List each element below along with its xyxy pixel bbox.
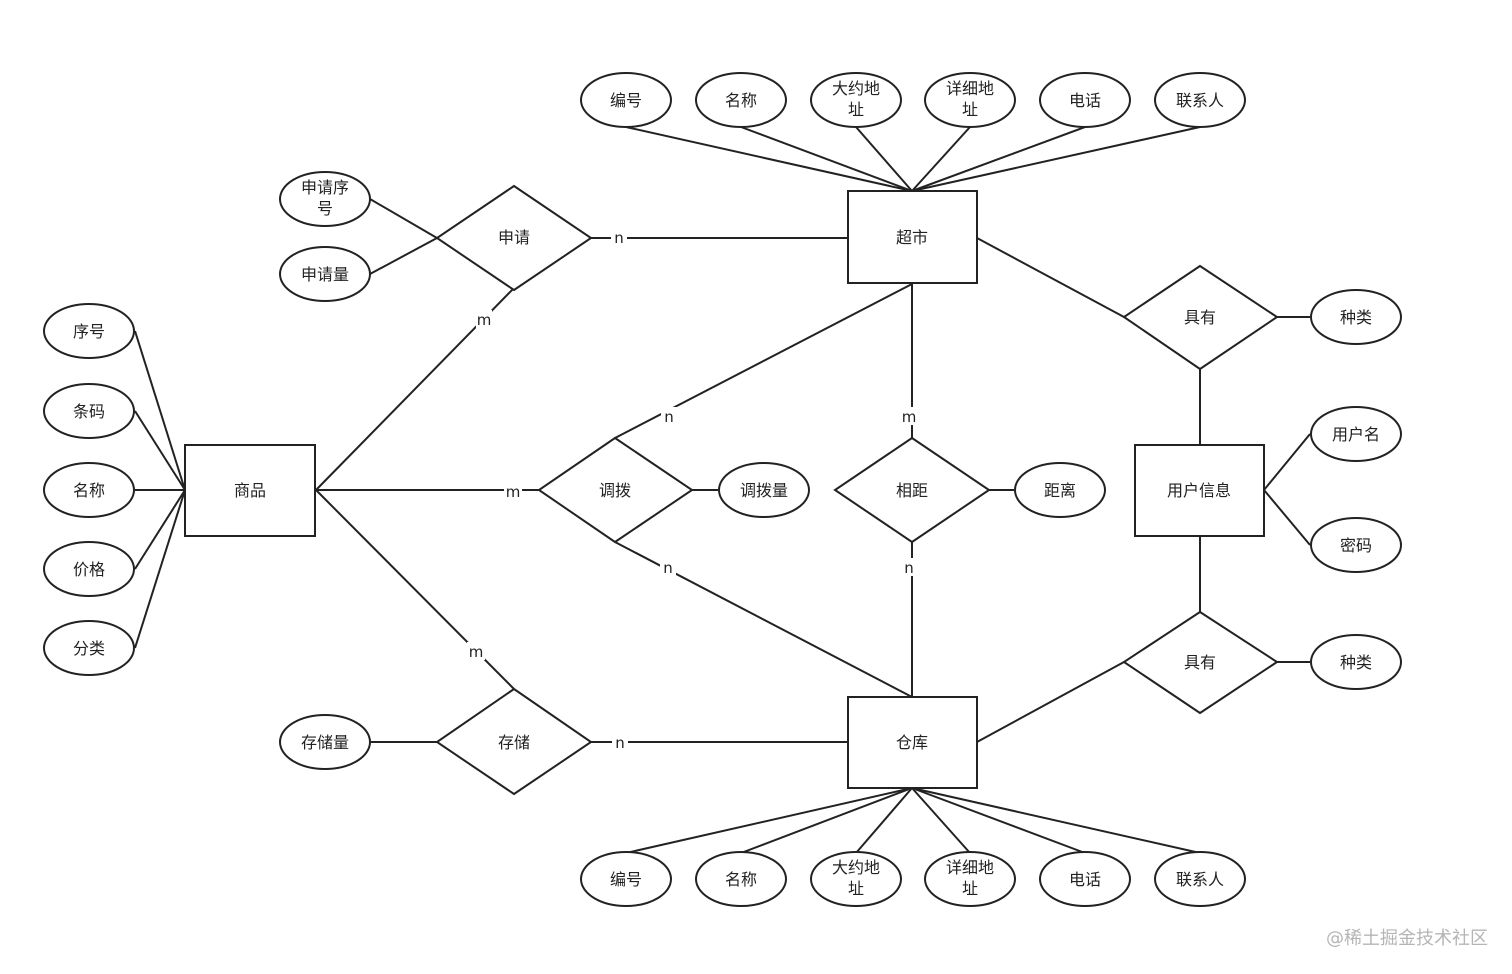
attributes: 序号 条码 名称 价格 分类 申请序 号 申请量 bbox=[43, 72, 1402, 907]
attr-wh-address[interactable]: 大约地 址 bbox=[810, 851, 902, 907]
attr-wh-address-label-line1: 大约地 bbox=[832, 858, 880, 877]
cardinality-labels: n m m n n m n m n bbox=[467, 228, 918, 752]
attr-has-top-type-label: 种类 bbox=[1340, 308, 1372, 327]
relation-has-bottom[interactable]: 具有 bbox=[1122, 610, 1279, 715]
entity-warehouse[interactable]: 仓库 bbox=[847, 696, 978, 789]
attr-username[interactable]: 用户名 bbox=[1310, 406, 1402, 462]
attr-wh-name[interactable]: 名称 bbox=[695, 851, 787, 907]
attr-wh-id-label: 编号 bbox=[610, 870, 642, 889]
attr-allocate-qty-label: 调拨量 bbox=[740, 481, 788, 500]
attr-storage-qty[interactable]: 存储量 bbox=[279, 714, 371, 770]
attr-apply-seq-label-line2: 号 bbox=[317, 199, 333, 218]
relation-has-top-label: 具有 bbox=[1184, 308, 1216, 327]
attr-wh-phone-label: 电话 bbox=[1069, 870, 1101, 889]
attr-wh-address-label-line2: 址 bbox=[848, 879, 864, 898]
attr-goods-barcode-label: 条码 bbox=[73, 402, 105, 421]
entities: 商品 超市 仓库 用户信息 bbox=[184, 190, 1265, 789]
relationships: 申请 调拨 相距 存储 具有 具有 bbox=[435, 184, 1279, 796]
attr-sm-name-label: 名称 bbox=[725, 91, 757, 110]
attr-wh-contact-label: 联系人 bbox=[1176, 870, 1224, 889]
attr-username-label: 用户名 bbox=[1332, 425, 1380, 444]
attr-sm-name[interactable]: 名称 bbox=[695, 72, 787, 128]
relation-has-bottom-label: 具有 bbox=[1184, 653, 1216, 672]
attr-wh-contact[interactable]: 联系人 bbox=[1154, 851, 1246, 907]
entity-goods-label: 商品 bbox=[234, 481, 266, 500]
relation-distance-label: 相距 bbox=[896, 481, 928, 500]
attr-sm-detail-label-line2: 址 bbox=[962, 100, 978, 119]
relation-apply-label: 申请 bbox=[498, 228, 530, 247]
cardinality-allocate-goods: m bbox=[506, 483, 521, 501]
relation-allocate[interactable]: 调拨 bbox=[537, 436, 694, 544]
relation-distance[interactable]: 相距 bbox=[833, 436, 991, 544]
attr-goods-seq-label: 序号 bbox=[73, 322, 105, 341]
cardinality-store-warehouse: n bbox=[615, 734, 625, 752]
attr-allocate-qty[interactable]: 调拨量 bbox=[718, 462, 810, 518]
attr-has-bottom-type[interactable]: 种类 bbox=[1310, 634, 1402, 690]
entity-warehouse-label: 仓库 bbox=[896, 733, 928, 752]
attr-password[interactable]: 密码 bbox=[1310, 517, 1402, 573]
attr-sm-id-label: 编号 bbox=[610, 91, 642, 110]
attr-has-top-type[interactable]: 种类 bbox=[1310, 289, 1402, 345]
relation-store-label: 存储 bbox=[498, 733, 530, 752]
attr-password-label: 密码 bbox=[1340, 536, 1372, 555]
entity-user-info[interactable]: 用户信息 bbox=[1134, 444, 1265, 537]
attr-goods-price[interactable]: 价格 bbox=[43, 541, 135, 597]
attr-apply-seq[interactable]: 申请序 号 bbox=[279, 171, 371, 227]
attr-has-bottom-type-label: 种类 bbox=[1340, 653, 1372, 672]
entity-goods[interactable]: 商品 bbox=[184, 444, 316, 537]
cardinality-allocate-warehouse: n bbox=[663, 559, 673, 577]
attr-sm-address-label-line2: 址 bbox=[848, 100, 864, 119]
attr-apply-qty[interactable]: 申请量 bbox=[279, 246, 371, 302]
attr-wh-id[interactable]: 编号 bbox=[580, 851, 672, 907]
attr-goods-name[interactable]: 名称 bbox=[43, 462, 135, 518]
attr-sm-address[interactable]: 大约地 址 bbox=[810, 72, 902, 128]
attr-sm-phone-label: 电话 bbox=[1069, 91, 1101, 110]
relation-apply[interactable]: 申请 bbox=[435, 184, 593, 292]
attr-sm-address-label-line1: 大约地 bbox=[832, 79, 880, 98]
attr-goods-price-label: 价格 bbox=[73, 560, 105, 579]
attr-sm-phone[interactable]: 电话 bbox=[1039, 72, 1131, 128]
attr-sm-detail-label-line1: 详细地 bbox=[946, 79, 994, 98]
relation-has-top[interactable]: 具有 bbox=[1122, 264, 1279, 371]
relation-store[interactable]: 存储 bbox=[435, 687, 593, 796]
relation-allocate-label: 调拨 bbox=[599, 481, 631, 500]
cardinality-distance-warehouse: n bbox=[904, 559, 914, 577]
attr-sm-contact[interactable]: 联系人 bbox=[1154, 72, 1246, 128]
attr-goods-category-label: 分类 bbox=[73, 639, 105, 658]
cardinality-apply-supermarket: n bbox=[614, 229, 624, 247]
watermark: @稀土掘金技术社区 bbox=[1326, 928, 1488, 949]
cardinality-store-goods: m bbox=[469, 643, 484, 661]
attr-wh-name-label: 名称 bbox=[725, 870, 757, 889]
cardinality-apply-goods: m bbox=[477, 311, 492, 329]
attr-distance-label: 距离 bbox=[1044, 481, 1076, 500]
attr-wh-detail-label-line1: 详细地 bbox=[946, 858, 994, 877]
attr-storage-qty-label: 存储量 bbox=[301, 733, 349, 752]
entity-user-info-label: 用户信息 bbox=[1167, 481, 1231, 500]
attr-goods-category[interactable]: 分类 bbox=[43, 620, 135, 676]
attr-sm-detail-address[interactable]: 详细地 址 bbox=[924, 72, 1016, 128]
attr-goods-name-label: 名称 bbox=[73, 481, 105, 500]
attr-wh-detail-label-line2: 址 bbox=[962, 879, 978, 898]
attr-wh-detail-address[interactable]: 详细地 址 bbox=[924, 851, 1016, 907]
attr-distance[interactable]: 距离 bbox=[1014, 462, 1106, 518]
attr-apply-qty-label: 申请量 bbox=[301, 265, 349, 284]
attr-wh-phone[interactable]: 电话 bbox=[1039, 851, 1131, 907]
cardinality-allocate-supermarket: n bbox=[664, 408, 674, 426]
attr-goods-barcode[interactable]: 条码 bbox=[43, 383, 135, 439]
attr-goods-seq[interactable]: 序号 bbox=[43, 303, 135, 359]
cardinality-distance-supermarket: m bbox=[902, 408, 917, 426]
attr-sm-id[interactable]: 编号 bbox=[580, 72, 672, 128]
entity-supermarket[interactable]: 超市 bbox=[847, 190, 978, 284]
entity-supermarket-label: 超市 bbox=[896, 228, 928, 247]
attr-apply-seq-label-line1: 申请序 bbox=[301, 178, 349, 197]
attr-sm-contact-label: 联系人 bbox=[1176, 91, 1224, 110]
